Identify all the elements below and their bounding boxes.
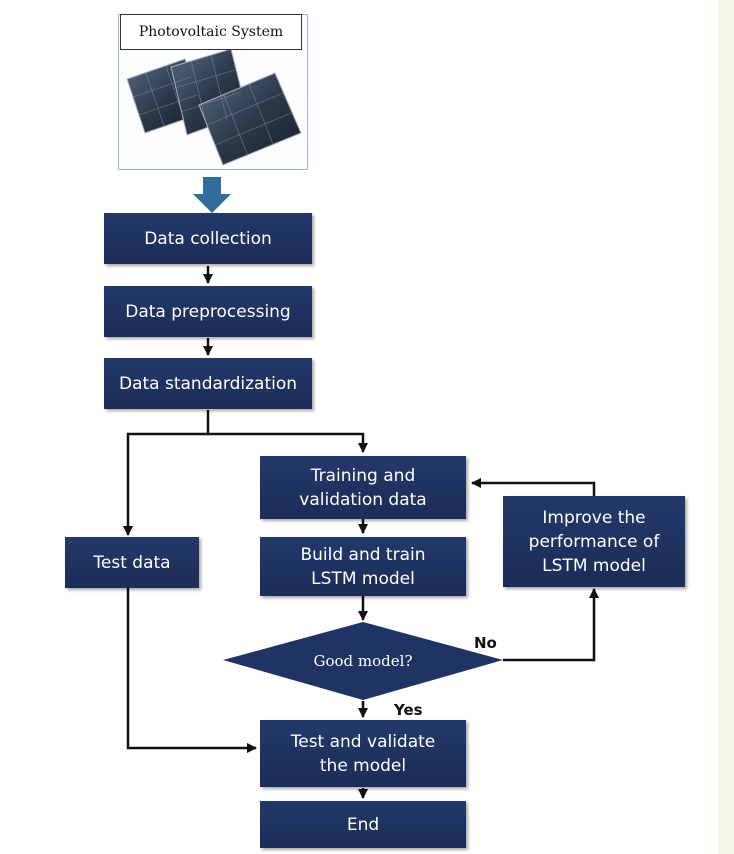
- data-standardization-label: Data standardization: [118, 373, 298, 394]
- end-box: End: [260, 801, 466, 848]
- decision-label: Good model?: [314, 652, 413, 670]
- yes-label: Yes: [394, 701, 423, 719]
- data-collection-box: Data collection: [104, 213, 312, 264]
- training-validation-label-line2: validation data: [299, 489, 427, 510]
- data-collection-label: Data collection: [144, 228, 272, 249]
- test-validate-model-box: Test and validate the model: [260, 720, 466, 787]
- improve-label-line2: performance of: [528, 531, 660, 552]
- good-model-decision: [223, 622, 503, 700]
- data-preprocessing-box: Data preprocessing: [104, 286, 312, 337]
- build-train-label-line1: Build and train: [300, 544, 426, 565]
- build-train-lstm-box: Build and train LSTM model: [260, 537, 466, 596]
- test-data-box: Test data: [65, 537, 199, 588]
- connector-lines: Good model?: [123, 177, 599, 799]
- improve-label-line3: LSTM model: [542, 555, 646, 576]
- data-standardization-box: Data standardization: [104, 358, 312, 409]
- improve-label-line1: Improve the: [542, 507, 646, 528]
- test-data-label: Test data: [93, 552, 171, 573]
- test-validate-label-line2: the model: [319, 755, 407, 776]
- improve-performance-box: Improve the performance of LSTM model: [503, 496, 685, 587]
- test-validate-label-line1: Test and validate: [290, 731, 436, 752]
- end-label: End: [346, 814, 380, 835]
- blue-down-arrow-icon: [193, 177, 231, 213]
- training-validation-data-box: Training and validation data: [260, 456, 466, 519]
- build-train-label-line2: LSTM model: [311, 568, 415, 589]
- flowchart-canvas: Photovoltaic System Good model? D: [0, 0, 718, 854]
- data-preprocessing-label: Data preprocessing: [125, 301, 291, 322]
- training-validation-label-line1: Training and: [310, 465, 416, 486]
- solar-panels-image: [126, 48, 302, 166]
- photovoltaic-system-title: Photovoltaic System: [120, 14, 302, 50]
- no-label: No: [474, 634, 497, 652]
